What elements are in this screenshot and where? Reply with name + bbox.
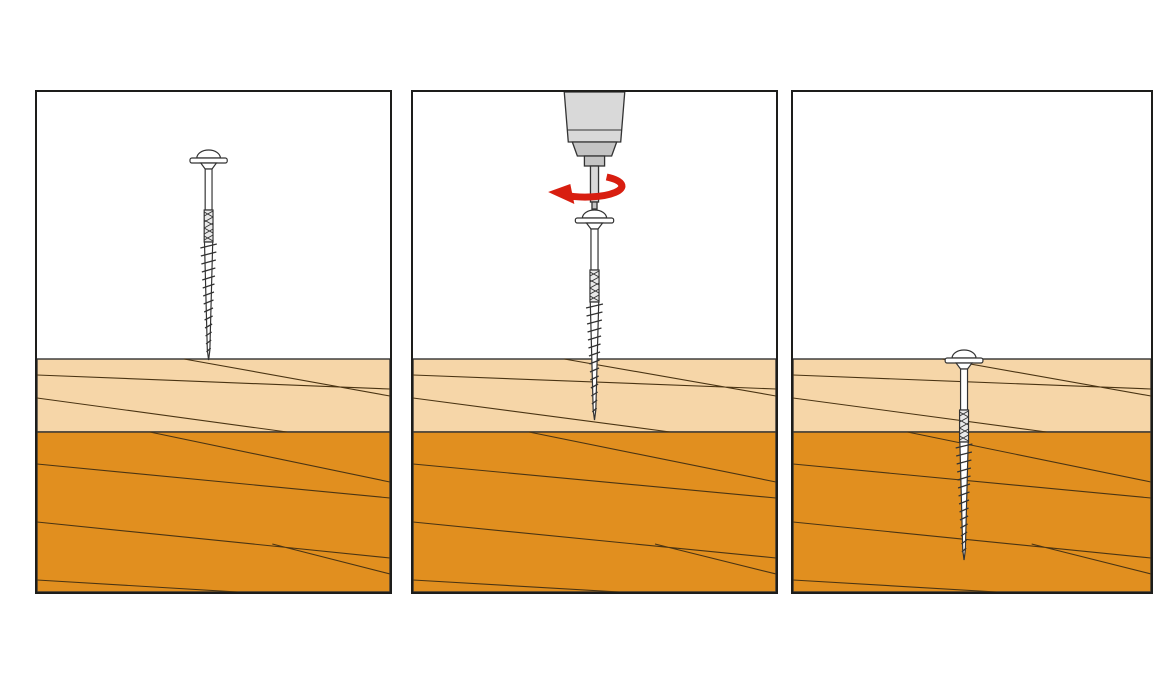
step-2-drawing <box>413 92 776 592</box>
wood-layers <box>37 358 390 592</box>
wood-layers <box>793 358 1151 592</box>
step-1-drawing <box>37 149 390 592</box>
step-2-panel <box>411 90 778 594</box>
screw-icon <box>189 149 228 361</box>
rotation-arrow-icon <box>548 177 622 204</box>
step-3-panel <box>791 90 1153 594</box>
step-1-panel <box>35 90 392 594</box>
step-3-drawing <box>793 349 1151 592</box>
